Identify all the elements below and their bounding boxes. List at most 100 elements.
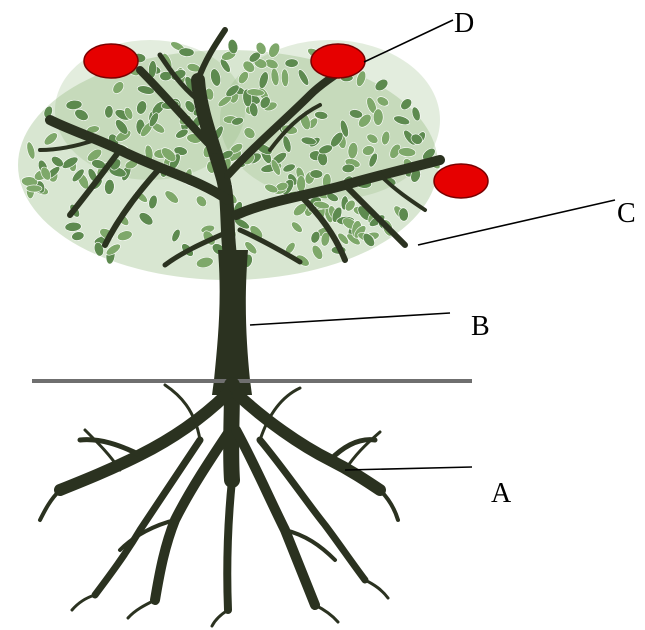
roots [38,377,400,628]
leaf [64,221,82,232]
leaf [398,207,409,222]
leaf [26,141,36,160]
leaf [86,148,103,162]
leaf [136,100,148,115]
leaf [161,147,177,162]
leaf [259,96,271,109]
leaf [244,241,258,255]
leaf [393,115,411,126]
leaf [51,156,64,168]
leaf [318,144,333,155]
leaf [138,212,154,226]
leaf [65,99,83,110]
leaf [300,136,317,146]
label-a: A [491,478,512,509]
leaf [411,106,421,122]
leaf [347,142,359,160]
leaf [297,69,310,86]
leaf [337,232,349,245]
leaf [280,68,290,87]
leaf [291,221,303,233]
leaf [71,231,85,241]
leaf [175,128,189,139]
leaf [71,168,85,183]
leaf [93,241,104,257]
leaf [243,127,256,139]
leaf [246,88,265,97]
leaf [171,228,181,243]
leaf [341,163,356,174]
label-b: B [471,311,490,342]
leader-line-c [417,199,616,246]
leaf [196,256,214,269]
leaf [320,231,331,247]
leaf [61,156,79,169]
leaf [314,111,329,120]
leaf [40,166,52,181]
leaf [195,195,207,208]
leader-line-b [249,312,451,326]
leaf [164,190,179,204]
leaf [398,147,417,157]
leader-line-d [363,19,454,63]
leaf [148,194,158,210]
leaf [311,244,324,260]
leaf [148,112,159,128]
fruits [83,43,489,199]
leaf [104,105,114,119]
leaf [112,81,125,94]
leaf [340,119,349,138]
leaf [374,78,389,92]
leaf [309,169,324,179]
leaf [366,133,379,144]
leaf [238,71,249,85]
leaf [137,85,155,95]
leaf [400,98,412,111]
leaf [264,183,279,194]
leaf [249,102,259,118]
leaf [104,179,115,195]
leaf [74,109,89,121]
leaf [242,60,255,73]
label-d: D [454,8,474,39]
fruit-top-right [310,43,366,79]
leaf [117,230,133,241]
leaf [410,133,423,145]
leaf [25,184,43,193]
leaf [219,58,231,73]
leaf [282,163,296,173]
leaf [296,175,306,193]
leaf [284,58,299,68]
leaf [310,230,321,244]
leaf [270,68,280,86]
leaf [225,84,240,98]
leaf [356,70,367,87]
leaf [105,243,121,256]
leaf [115,119,129,135]
leaf [43,132,58,146]
leaf [258,71,269,89]
leaf [178,47,195,57]
leaf [358,113,372,128]
leaf [231,116,244,126]
leaf [381,130,391,146]
leaf [372,108,384,126]
fruit-right [433,163,489,199]
leaf [270,159,281,176]
leaf [362,233,375,247]
trunk [212,250,252,395]
leader-line-a [344,466,473,471]
leaf [282,135,292,153]
leader-lines [249,19,616,471]
leaf [227,39,239,55]
leaf [210,68,221,87]
label-c: C [617,198,636,229]
leaf [255,42,267,55]
leaf [124,106,134,120]
branches [38,27,445,277]
fruit-left [83,43,139,79]
leaf [368,152,378,168]
leaf [268,42,281,58]
leaf [362,145,375,156]
